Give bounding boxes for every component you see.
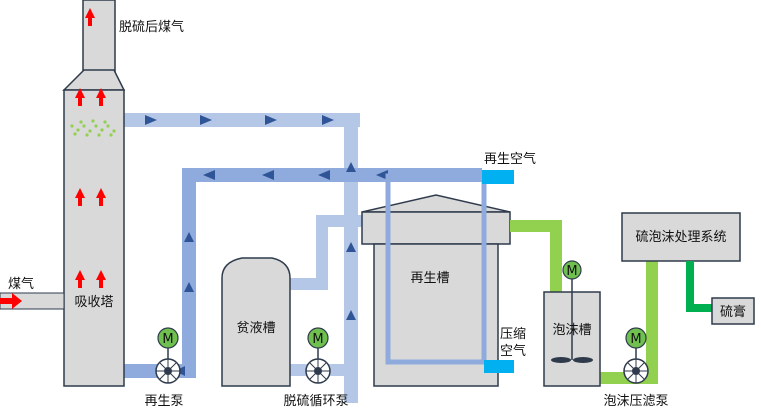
regen-pump-label: 再生泵 <box>144 394 183 409</box>
gas-flow-arrows <box>75 8 106 288</box>
foam-tank <box>543 278 601 387</box>
compressed-air-label-1: 压缩 <box>500 326 526 342</box>
compressed-air-inlet <box>484 360 514 373</box>
motor-desulf-pump-icon: M <box>307 327 329 359</box>
foam-system-label: 硫泡沫处理系统 <box>635 230 726 245</box>
regen-tank-label: 再生槽 <box>410 271 449 286</box>
exhaust-label: 脱硫后煤气 <box>119 19 184 35</box>
coal-gas-inlet <box>0 292 65 310</box>
lean-tank-label: 贫液槽 <box>236 320 275 336</box>
regen-air-label: 再生空气 <box>484 151 536 167</box>
filter-pump-label: 泡沫压滤泵 <box>603 394 668 409</box>
sulfur-paste-box <box>711 297 755 325</box>
svg-text:M: M <box>312 332 323 347</box>
absorber-tower <box>62 0 126 387</box>
filter-pump <box>623 358 649 384</box>
sulfur-foam-system <box>621 212 741 262</box>
svg-text:M: M <box>566 264 577 279</box>
sulfur-paste-pipe <box>686 261 714 312</box>
absorber-label: 吸收塔 <box>74 295 113 310</box>
sulfur-paste-label: 硫膏 <box>720 304 746 320</box>
svg-text:M: M <box>630 332 641 347</box>
foam-tank-label: 泡沫槽 <box>552 323 591 338</box>
lean-tank-pipe <box>290 215 376 290</box>
motor-filter-pump-icon: M <box>625 327 647 359</box>
desulf-pump-label: 脱硫循环泵 <box>283 394 348 409</box>
return-pipe <box>120 113 360 403</box>
flow-arrows <box>145 115 388 376</box>
coal-gas-label: 煤气 <box>8 276 34 292</box>
desulf-circ-pump <box>305 358 331 384</box>
compressed-air-label-2: 空气 <box>500 343 526 359</box>
svg-text:M: M <box>162 332 173 347</box>
regen-air-inlet <box>482 170 514 184</box>
lean-liquid-tank <box>221 257 291 387</box>
regen-pump <box>155 358 181 384</box>
motor-regen-pump-icon: M <box>157 327 179 359</box>
spray-nozzles <box>70 119 116 137</box>
motor-foam-tank-icon: M <box>562 260 582 280</box>
regeneration-tank <box>361 173 511 387</box>
